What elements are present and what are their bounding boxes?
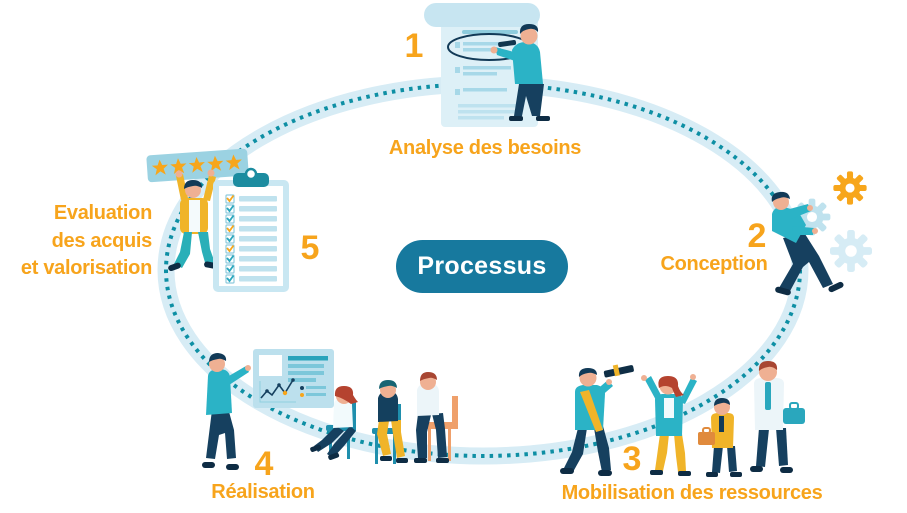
presenter-person xyxy=(202,353,251,470)
process-title: Processus xyxy=(417,252,547,280)
step-label-evaluation: Evaluation des acquis et valorisation xyxy=(0,200,152,283)
checklist-rows xyxy=(225,194,277,284)
step-label-evaluation-line3: et valorisation xyxy=(20,257,152,279)
step-label-conception: Conception xyxy=(660,253,768,275)
star-icon xyxy=(151,154,242,176)
step-number-4: 4 xyxy=(254,445,274,483)
gear-holder-person xyxy=(771,191,844,296)
writer-person xyxy=(490,24,550,121)
document-scroll-roll xyxy=(424,3,540,27)
step-label-evaluation-line2: des acquis xyxy=(51,229,153,252)
process-title-pill: Processus xyxy=(396,240,568,293)
step-label-analyse: Analyse des besoins xyxy=(388,137,582,159)
step-number-1: 1 xyxy=(404,27,424,65)
analysis-illustration xyxy=(424,3,550,127)
step-label-realisation: Réalisation xyxy=(211,481,315,503)
checklist-clipboard xyxy=(213,167,289,292)
conception-illustration xyxy=(771,171,873,296)
star-banner xyxy=(146,148,249,183)
step-number-5: 5 xyxy=(300,229,320,267)
step-label-evaluation-line1: Evaluation xyxy=(53,202,152,224)
briefcase-person-small xyxy=(698,398,742,477)
chart-board xyxy=(253,349,334,408)
step-number-3: 3 xyxy=(622,440,642,478)
mobilisation-illustration xyxy=(560,361,805,477)
cheering-person xyxy=(641,374,697,476)
audience-group xyxy=(310,372,458,464)
evaluation-illustration xyxy=(146,148,289,292)
briefcase-person-tall xyxy=(750,361,805,473)
briefcase-icon xyxy=(698,432,715,445)
pen-icon xyxy=(498,40,517,47)
gear-icon xyxy=(833,171,867,205)
briefcase-icon xyxy=(783,408,805,424)
gear-icon xyxy=(829,230,873,272)
step-label-mobilisation: Mobilisation des ressources xyxy=(561,482,823,504)
step-number-2: 2 xyxy=(747,217,767,255)
realisation-illustration xyxy=(202,349,458,470)
telescope-person xyxy=(560,364,634,476)
